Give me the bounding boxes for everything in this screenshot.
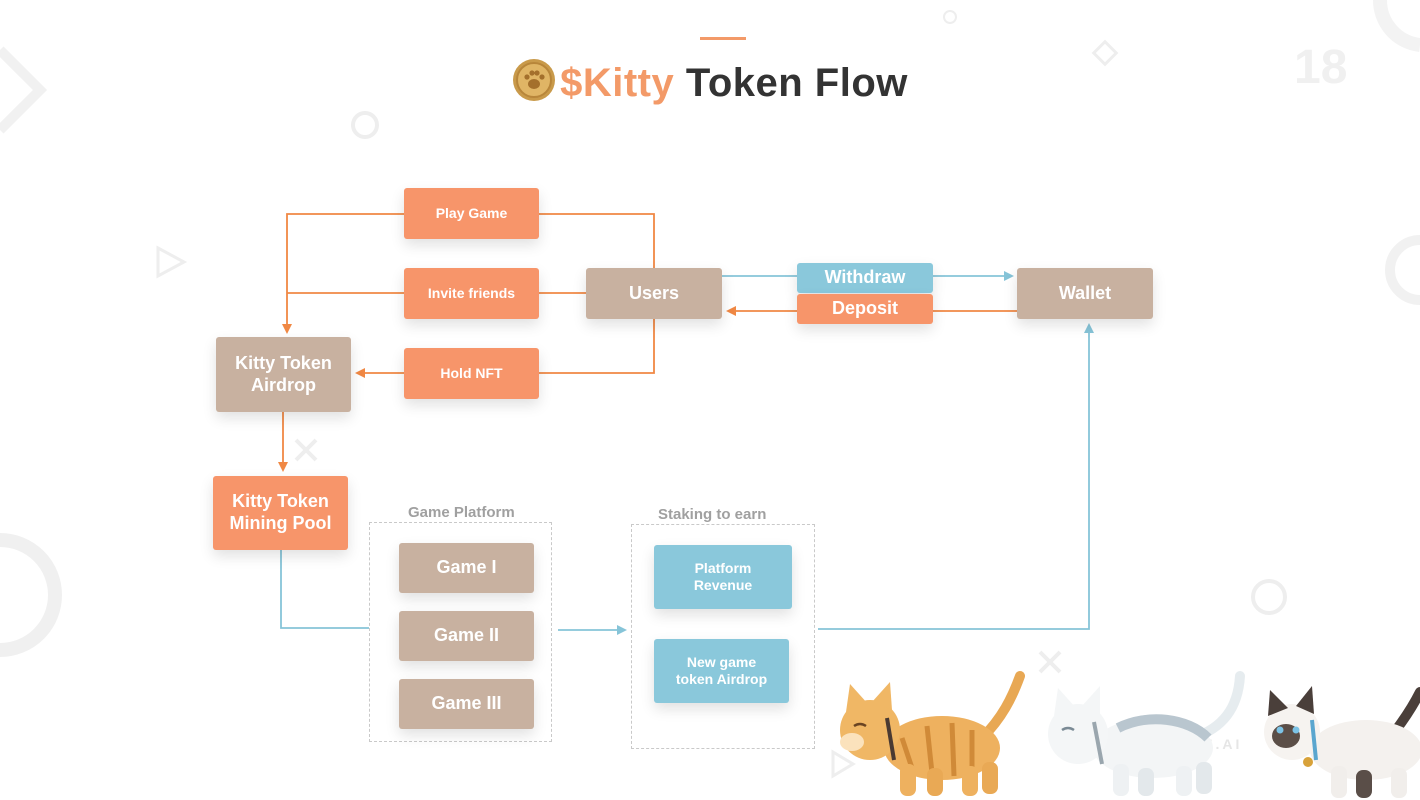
node-hold-nft: Hold NFT: [404, 348, 539, 399]
title-accent: $Kitty: [560, 61, 675, 105]
siamese-cat-illustration: [1264, 686, 1420, 798]
paw-coin-icon: [512, 58, 556, 112]
node-game-1: Game I: [399, 543, 534, 593]
page-number: 18: [1294, 41, 1348, 94]
node-kitty-token-mining-pool: Kitty Token Mining Pool: [213, 476, 348, 550]
node-game-3: Game III: [399, 679, 534, 729]
connector-pool-to-games: [280, 550, 369, 629]
node-play-game: Play Game: [404, 188, 539, 239]
node-game-2: Game II: [399, 611, 534, 661]
node-new-game-token-airdrop: New game token Airdrop: [654, 639, 789, 703]
node-invite-friends: Invite friends: [404, 268, 539, 319]
node-users: Users: [586, 268, 722, 319]
title-accent-bar: [700, 37, 746, 40]
node-platform-revenue: Platform Revenue: [654, 545, 792, 609]
group-label-staking: Staking to earn: [658, 506, 767, 523]
node-kitty-token-airdrop: Kitty Token Airdrop: [216, 337, 351, 412]
node-deposit: Deposit: [797, 294, 933, 324]
group-staking-to-earn: [631, 524, 815, 749]
page-title: $Kitty Token Flow: [0, 58, 1420, 112]
title-rest: Token Flow: [674, 61, 908, 105]
node-wallet: Wallet: [1017, 268, 1153, 319]
orange-tabby-cat-illustration: [840, 671, 1025, 796]
node-withdraw: Withdraw: [797, 263, 933, 293]
group-label-game-platform: Game Platform: [408, 504, 515, 521]
group-game-platform: [369, 522, 552, 742]
white-cat-illustration: [1048, 671, 1245, 796]
connector-staking-to-wallet: [818, 323, 1094, 630]
